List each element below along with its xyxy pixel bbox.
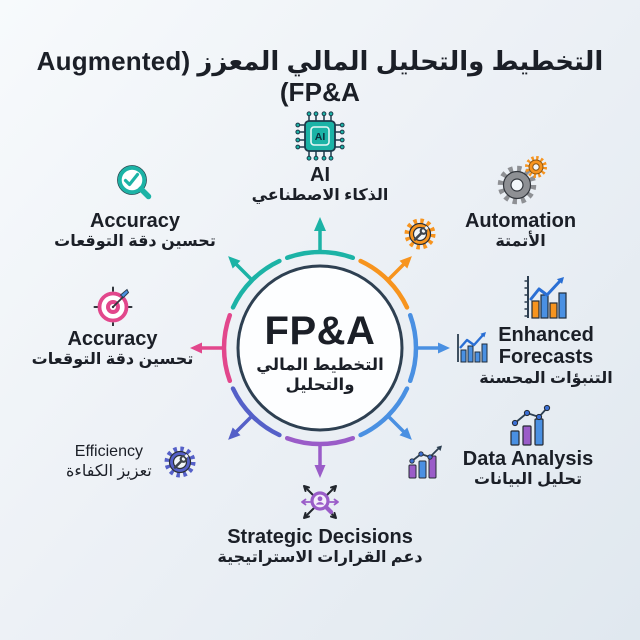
node-efficiency: Efficiency تعزيز الكفاءة <box>66 442 200 482</box>
center-circle <box>236 264 404 432</box>
bar-chart-trend-icon <box>510 404 551 446</box>
node-label-ar: تحسين دقة التوقعات <box>54 233 216 251</box>
node-label-ar: الذكاء الاصطناعي <box>251 187 389 205</box>
spoke-enhanced-forecasts <box>407 312 450 384</box>
node-label-ar: دعم القرارات الاستراتيجية <box>217 549 423 567</box>
gears-icon <box>497 156 547 205</box>
node-label: Automation <box>464 210 577 232</box>
spoke-ai <box>284 217 356 261</box>
gear-wrench-orange-icon <box>404 218 436 250</box>
node-label: Enhanced Forecasts <box>498 324 594 369</box>
node-accuracy-forecast: Accuracy تحسين دقة التوقعات <box>25 284 200 371</box>
node-label-ar: التنبؤات المحسنة <box>479 369 613 387</box>
node-label: Data Analysis <box>462 448 594 470</box>
spoke-efficiency <box>228 386 282 440</box>
ai-chip-icon: AI <box>295 111 345 161</box>
node-enhanced-forecasts: Enhanced Forecasts التنبؤات المحسنة <box>478 272 614 390</box>
svg-text:AI: AI <box>315 131 326 143</box>
node-label: Strategic Decisions <box>227 526 413 548</box>
spoke-strategic-decisions <box>284 435 356 478</box>
node-label-ar: تحسين دقة التوقعات <box>31 351 194 369</box>
target-dart-icon <box>93 286 132 326</box>
center-label-group: FP&A التخطيط المالي والتحليل <box>230 310 410 395</box>
forecast-bar-chart-icon <box>524 276 567 319</box>
node-data-analysis: Data Analysis تحليل البيانات <box>438 402 618 491</box>
node-strategic-decisions: Strategic Decisions دعم القرارات الاسترا… <box>210 480 430 569</box>
node-accuracy-check: Accuracy تحسين دقة التوقعات <box>45 162 225 253</box>
node-label: AI <box>310 164 330 186</box>
spoke-automation <box>358 256 412 310</box>
node-label: Efficiency <box>74 443 143 460</box>
small-bar-chart-trend-icon <box>408 445 442 479</box>
node-label: Accuracy <box>89 210 181 232</box>
center-title: FP&A <box>264 309 376 353</box>
node-automation: Automation الأتمتة <box>428 154 613 253</box>
node-label-ar: تعزيز الكفاءة <box>66 463 152 480</box>
node-label-ar: الأتمتة <box>495 233 546 251</box>
page-title: التخطيط والتحليل المالي المعزز (Augmente… <box>36 46 604 107</box>
small-forecast-chart-icon <box>457 332 488 363</box>
magnifier-check-icon <box>117 165 152 200</box>
spoke-accuracy-check <box>228 256 282 310</box>
node-ai: AI AI الذكاء الاصطناعي <box>230 110 410 207</box>
node-label-ar: تحليل البيانات <box>474 471 582 489</box>
spoke-data-analysis <box>358 386 412 440</box>
spoke-accuracy-forecast <box>190 312 233 384</box>
node-label: Accuracy <box>67 328 158 350</box>
center-subtitle: التخطيط المالي والتحليل <box>256 356 384 394</box>
decision-person-magnifier-icon <box>301 485 339 519</box>
gear-wrench-icon <box>164 446 196 478</box>
